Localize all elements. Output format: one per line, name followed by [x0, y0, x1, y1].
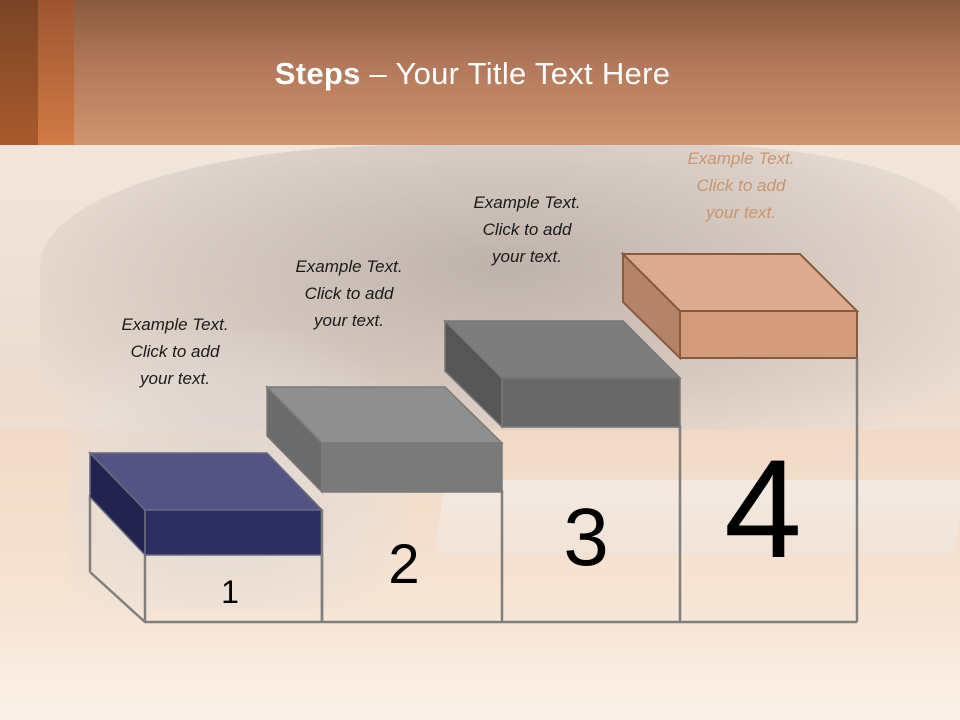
- step-3-number: 3: [563, 492, 609, 583]
- header-accent-dark: [0, 0, 38, 145]
- step-1-block-front: [144, 509, 323, 556]
- step-3[interactable]: 3: [443, 319, 682, 624]
- step-1-caption-line-1: Example Text.: [121, 315, 229, 334]
- step-4-caption-line-3: your text.: [706, 203, 776, 222]
- step-1-caption-line-2: Click to add: [130, 342, 220, 361]
- step-3-caption[interactable]: Example Text. Click to add your text.: [442, 189, 612, 270]
- step-3-caption-line-3: your text.: [492, 247, 562, 266]
- step-1[interactable]: 1: [88, 451, 324, 624]
- step-4-caption[interactable]: Example Text. Click to add your text.: [656, 145, 826, 226]
- step-4-caption-line-1: Example Text.: [687, 149, 795, 168]
- step-4-caption-line-2: Click to add: [696, 176, 786, 195]
- header-accent-light: [38, 0, 74, 145]
- step-4-number: 4: [724, 430, 802, 587]
- step-1-number: 1: [221, 574, 239, 610]
- step-3-block-front: [501, 377, 681, 428]
- step-1-caption[interactable]: Example Text. Click to add your text.: [90, 311, 260, 392]
- step-2-caption-line-1: Example Text.: [295, 257, 403, 276]
- title-rest: – Your Title Text Here: [360, 56, 671, 91]
- title-bold: Steps: [274, 56, 361, 91]
- step-3-caption-line-1: Example Text.: [473, 193, 581, 212]
- step-3-caption-line-2: Click to add: [482, 220, 572, 239]
- step-1-frame: [89, 571, 322, 624]
- slide-title[interactable]: Steps – Your Title Text Here: [0, 56, 945, 92]
- step-2-caption-line-3: your text.: [314, 311, 384, 330]
- step-2-caption-line-2: Click to add: [304, 284, 394, 303]
- step-2-number: 2: [388, 532, 419, 595]
- step-2-block-front: [321, 442, 503, 493]
- step-2[interactable]: 2: [265, 385, 504, 624]
- header-band: [0, 0, 960, 145]
- step-4-block-front: [679, 310, 858, 359]
- step-2-caption[interactable]: Example Text. Click to add your text.: [264, 253, 434, 334]
- step-4[interactable]: 4: [620, 251, 860, 624]
- step-1-caption-line-3: your text.: [140, 369, 210, 388]
